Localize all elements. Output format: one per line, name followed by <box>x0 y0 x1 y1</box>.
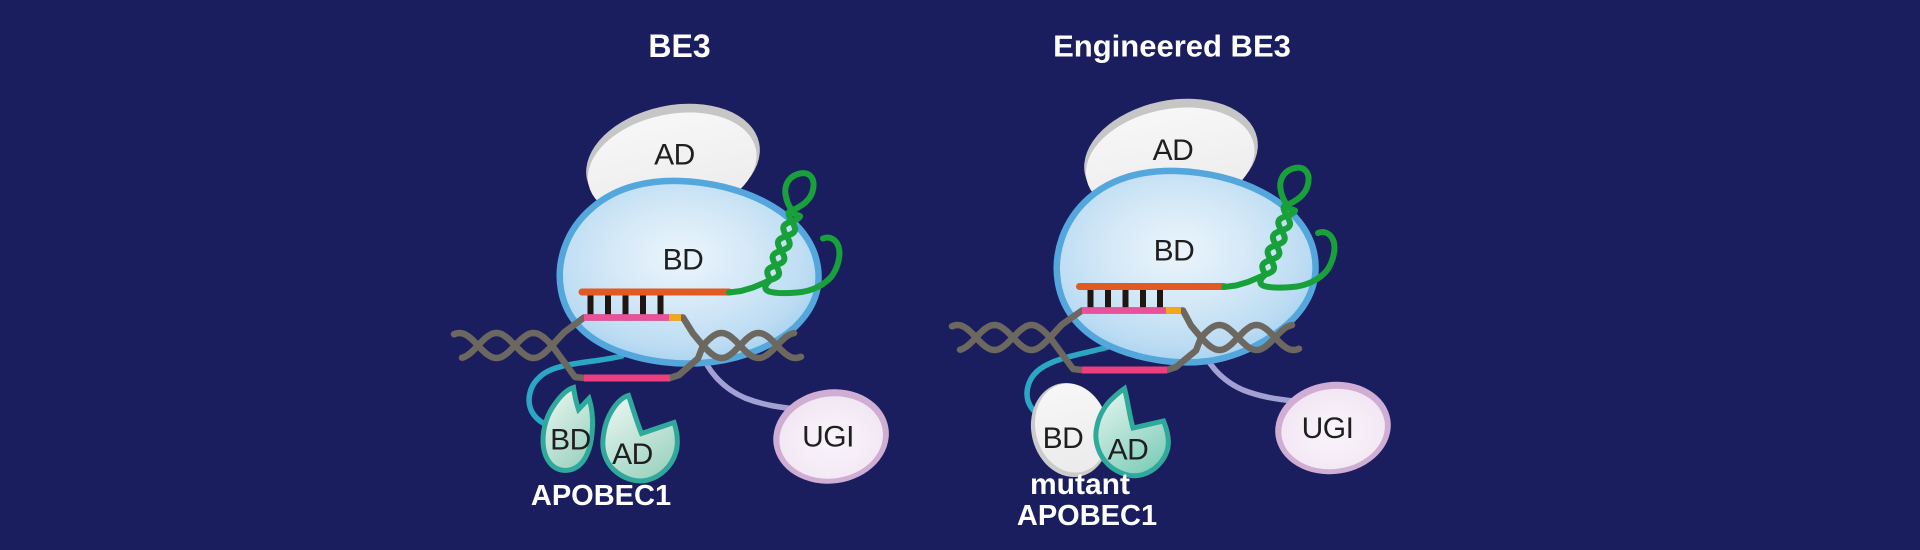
svg-text:Engineered BE3: Engineered BE3 <box>1053 29 1291 64</box>
svg-text:BD: BD <box>663 244 704 277</box>
svg-text:APOBEC1: APOBEC1 <box>1017 500 1157 532</box>
svg-text:BD: BD <box>550 424 591 457</box>
svg-text:AD: AD <box>612 438 653 471</box>
svg-text:AD: AD <box>654 139 695 172</box>
svg-text:AD: AD <box>1153 134 1194 167</box>
svg-text:mutant: mutant <box>1030 468 1130 501</box>
svg-text:UGI: UGI <box>802 421 854 454</box>
svg-text:BD: BD <box>1043 422 1084 455</box>
svg-text:UGI: UGI <box>1302 412 1354 445</box>
svg-text:BD: BD <box>1154 235 1195 268</box>
svg-text:BE3: BE3 <box>648 28 710 64</box>
svg-text:APOBEC1: APOBEC1 <box>531 480 671 512</box>
svg-text:AD: AD <box>1108 434 1149 467</box>
